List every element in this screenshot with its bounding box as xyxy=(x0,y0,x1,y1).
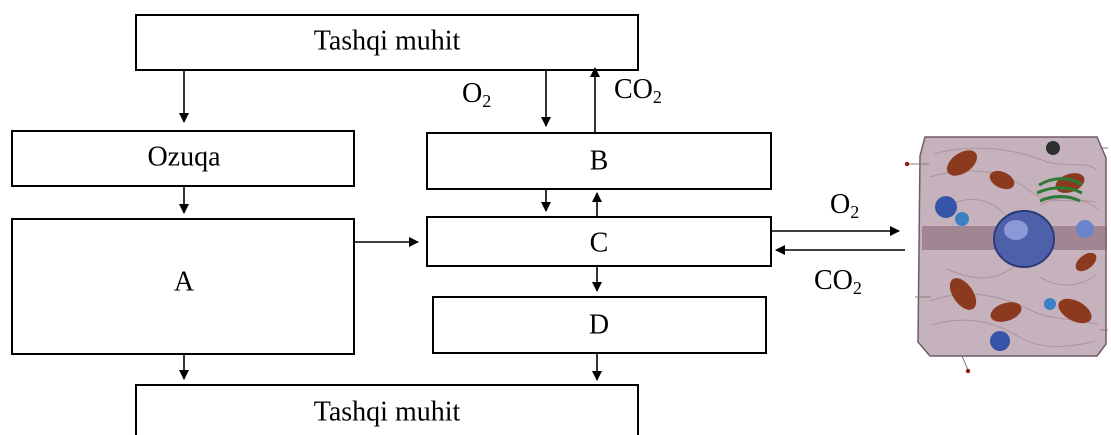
box-a xyxy=(11,218,355,355)
box-b-label: B xyxy=(590,145,609,176)
food-box xyxy=(11,130,355,187)
food-label: Ozuqa xyxy=(147,141,221,172)
animal-cell-icon xyxy=(904,136,1108,374)
box-d-label: D xyxy=(589,309,609,340)
box-b xyxy=(426,132,772,190)
carbon-dioxide-label-bottom: CO2 xyxy=(814,265,862,298)
nucleus-icon xyxy=(993,210,1055,268)
oxygen-label-right: O2 xyxy=(830,189,859,222)
box-c xyxy=(426,216,772,267)
bottom-environment-label: Tashqi muhit xyxy=(314,396,461,427)
oxygen-label-left: O2 xyxy=(462,78,491,111)
box-d xyxy=(432,296,767,354)
box-c-label: C xyxy=(590,227,609,258)
box-a-label: A xyxy=(174,266,195,297)
top-environment-box xyxy=(135,14,639,71)
bottom-environment-box xyxy=(135,384,639,435)
top-environment-label: Tashqi muhit xyxy=(314,25,461,56)
carbon-dioxide-label-top: CO2 xyxy=(614,74,662,107)
